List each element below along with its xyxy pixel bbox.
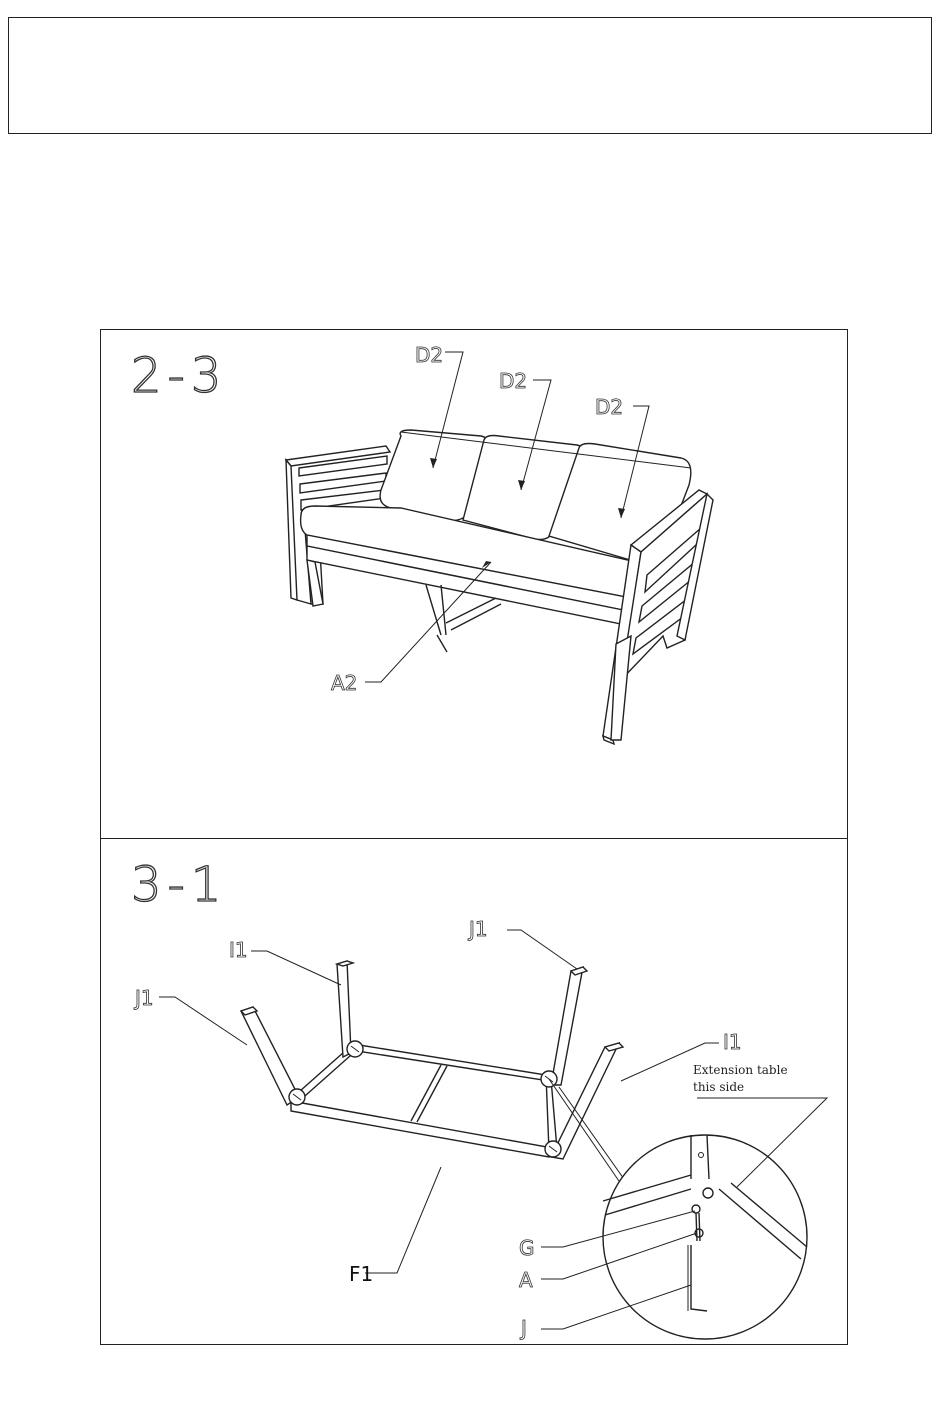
table-frame-illustration: I1 J1 J1 I1 Extension table this side F1… xyxy=(101,839,849,1346)
label-cushion-1: D2 xyxy=(415,343,443,367)
label-leg-front-left: J1 xyxy=(133,986,154,1010)
detail-view xyxy=(549,1079,807,1339)
note-extension-line1: Extension table xyxy=(693,1063,788,1077)
label-leg-front-right: I1 xyxy=(723,1030,742,1054)
panel-step-2-3: 2-3 xyxy=(100,329,848,839)
label-frame: F1 xyxy=(349,1262,373,1286)
label-cushion-3: D2 xyxy=(595,395,623,419)
panel-step-3-1: 3-1 xyxy=(100,838,848,1345)
sofa-illustration: D2 D2 D2 A2 xyxy=(101,330,849,840)
label-allen-key: J xyxy=(519,1316,527,1340)
label-bolt: A xyxy=(519,1268,533,1292)
label-seat: A2 xyxy=(331,671,357,695)
label-washer: G xyxy=(519,1236,535,1260)
note-extension-line2: this side xyxy=(693,1080,744,1094)
label-leg-back-right: J1 xyxy=(467,917,488,941)
label-cushion-2: D2 xyxy=(499,369,527,393)
header-box xyxy=(8,17,932,134)
label-leg-back-left: I1 xyxy=(229,938,248,962)
table-frame xyxy=(291,1044,557,1157)
